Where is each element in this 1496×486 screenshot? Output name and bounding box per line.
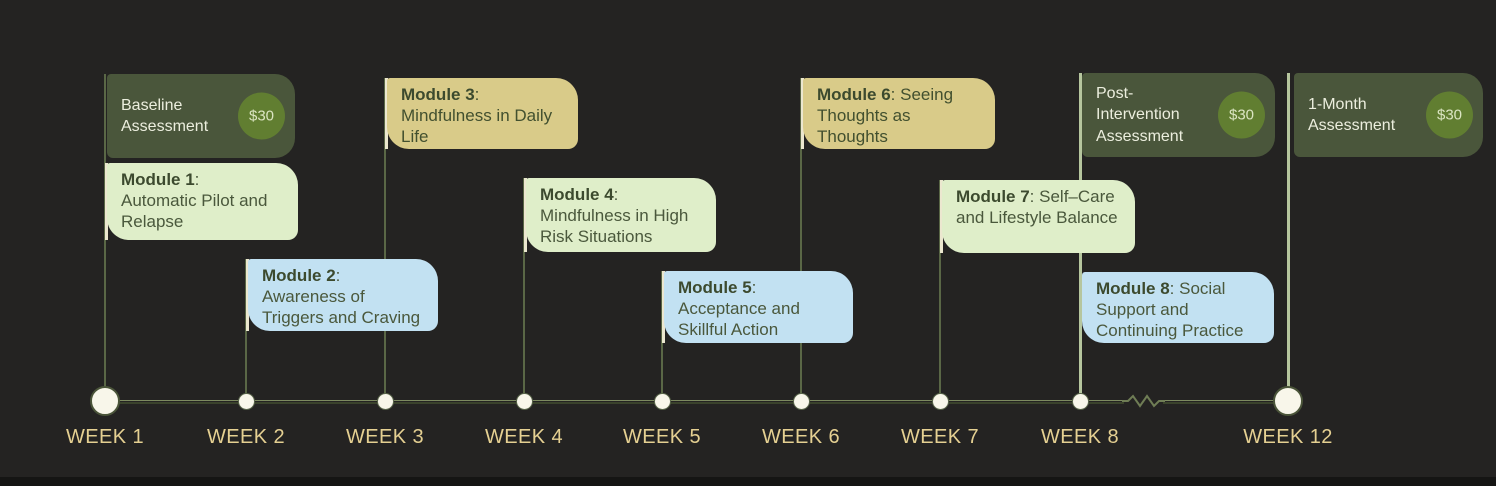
connector-highlight bbox=[246, 259, 249, 331]
connector-highlight bbox=[940, 180, 943, 253]
price-badge: $30 bbox=[1426, 91, 1473, 139]
week-label: WEEK 1 bbox=[66, 426, 144, 448]
card-module-4: Module 4:Mindfulness in High Risk Situat… bbox=[526, 178, 716, 252]
week-connector-line bbox=[939, 180, 941, 401]
timeline-axis bbox=[1163, 400, 1288, 404]
module-body-text: Mindfulness in High Risk Situations bbox=[540, 206, 689, 247]
card-module-1: Module 1:Automatic Pilot and Relapse bbox=[107, 163, 298, 240]
week-connector-line bbox=[523, 178, 525, 401]
card-module-3: Module 3:Mindfulness in Daily Life bbox=[387, 78, 578, 149]
connector-highlight bbox=[385, 78, 388, 149]
price-badge: $30 bbox=[238, 92, 285, 140]
card-post-intervention-assessment: Post-Intervention Assessment $30 bbox=[1082, 73, 1275, 157]
price-badge: $30 bbox=[1218, 91, 1265, 139]
week-dot bbox=[653, 392, 671, 410]
week-dot bbox=[90, 386, 120, 416]
assessment-title: Baseline Assessment bbox=[121, 96, 209, 135]
week-label: WEEK 7 bbox=[901, 426, 979, 448]
week-label: WEEK 4 bbox=[485, 426, 563, 448]
module-heading: Module 7 bbox=[956, 187, 1030, 206]
bottom-edge-bar bbox=[0, 477, 1496, 486]
card-baseline-assessment: Baseline Assessment $30 bbox=[107, 74, 295, 158]
card-module-6: Module 6: Seeing Thoughts as Thoughts bbox=[803, 78, 995, 149]
module-body-text: Seeing Thoughts as Thoughts bbox=[817, 85, 954, 147]
card-module-8: Module 8: Social Support and Continuing … bbox=[1082, 272, 1274, 343]
week-label: WEEK 6 bbox=[762, 426, 840, 448]
connector-highlight bbox=[662, 271, 665, 343]
week-label: WEEK 12 bbox=[1243, 426, 1333, 448]
connector-highlight bbox=[105, 163, 108, 240]
assessment-title: 1-Month Assessment bbox=[1308, 95, 1396, 134]
week-connector-line bbox=[384, 78, 386, 401]
card-module-2: Module 2:Awareness of Triggers and Cravi… bbox=[248, 259, 438, 331]
week-dot bbox=[515, 392, 533, 410]
week-dot bbox=[931, 392, 949, 410]
module-body-text: Mindfulness in Daily Life bbox=[401, 106, 553, 147]
module-body-text: Automatic Pilot and Relapse bbox=[121, 191, 268, 232]
module-heading: Module 2 bbox=[262, 266, 336, 285]
module-heading: Module 5 bbox=[678, 278, 752, 297]
card-module-7: Module 7: Self–Care and Lifestyle Balanc… bbox=[942, 180, 1135, 253]
module-body-text: Awareness of Triggers and Craving bbox=[262, 287, 421, 328]
module-heading: Module 4 bbox=[540, 185, 614, 204]
week-dot bbox=[792, 392, 810, 410]
week-label: WEEK 2 bbox=[207, 426, 285, 448]
timeline-axis bbox=[105, 400, 1124, 404]
connector-highlight bbox=[801, 78, 804, 149]
assessment-title: Post-Intervention Assessment bbox=[1096, 85, 1184, 145]
week-label: WEEK 5 bbox=[623, 426, 701, 448]
module-heading: Module 1 bbox=[121, 170, 195, 189]
module-heading: Module 6 bbox=[817, 85, 891, 104]
week-connector-line bbox=[800, 78, 802, 401]
card-one-month-assessment: 1-Month Assessment $30 bbox=[1294, 73, 1483, 157]
connector-highlight bbox=[524, 178, 527, 252]
week-dot bbox=[1071, 392, 1089, 410]
module-heading: Module 8 bbox=[1096, 279, 1170, 298]
week-dot bbox=[237, 392, 255, 410]
module-body-text: Acceptance and Skillful Action bbox=[678, 299, 800, 340]
card-module-5: Module 5:Acceptance and Skillful Action bbox=[664, 271, 853, 343]
timeline-break-icon bbox=[1122, 393, 1165, 414]
module-body-text: Self–Care and Lifestyle Balance bbox=[956, 187, 1118, 228]
module-body-text: Social Support and Continuing Practice bbox=[1096, 279, 1244, 341]
week-label: WEEK 3 bbox=[346, 426, 424, 448]
week-label: WEEK 8 bbox=[1041, 426, 1119, 448]
module-heading: Module 3 bbox=[401, 85, 475, 104]
week-dot bbox=[376, 392, 394, 410]
week-connector-line bbox=[1287, 73, 1290, 401]
week-dot bbox=[1273, 386, 1303, 416]
